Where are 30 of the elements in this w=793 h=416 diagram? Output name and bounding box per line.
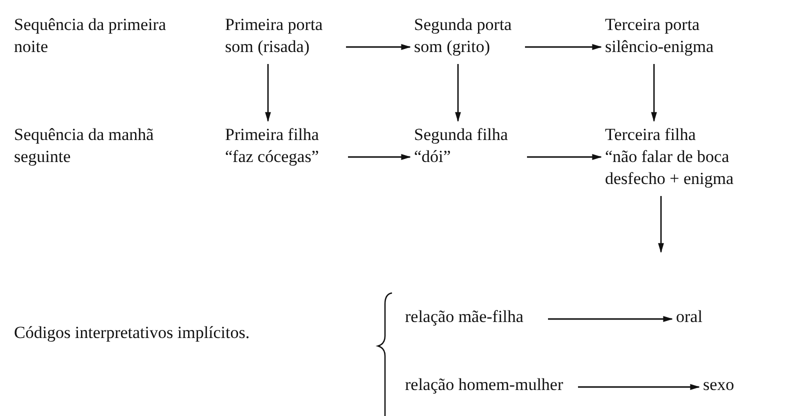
node-text: oral [676,306,704,328]
body-text: desfecho + enigma [605,168,735,190]
arrow [527,154,602,160]
arrow [651,64,657,122]
arrow [346,44,411,50]
arrow [548,316,673,322]
row-label: Códigos interpretativos implícitos. [14,322,251,344]
body-text: som (grito) [414,36,492,58]
heading-text: Segunda porta [414,14,513,36]
heading-text: Segunda filha [414,124,509,146]
body-text: “não falar de boca [605,146,730,168]
arrow [658,196,664,253]
body-text: som (risada) [225,36,311,58]
arrow [348,154,411,160]
heading-text: Primeira porta [225,14,324,36]
heading-text: Terceira filha [605,124,697,146]
node-text: sexo [703,374,736,396]
arrow [455,64,461,122]
arrow [525,44,602,50]
heading-text: Primeira filha [225,124,320,146]
body-text: “dói” [414,146,452,168]
row-label: Sequência da primeira noite [14,14,167,58]
body-text: “faz cócegas” [225,146,320,168]
body-text: silêncio-enigma [605,36,715,58]
node-text: relação homem-mulher [405,374,564,396]
arrow [265,64,271,122]
row-label: Sequência da manhã seguinte [14,124,155,168]
heading-text: Terceira porta [605,14,701,36]
node-text: relação mãe-filha [405,306,524,328]
arrow [578,384,700,390]
